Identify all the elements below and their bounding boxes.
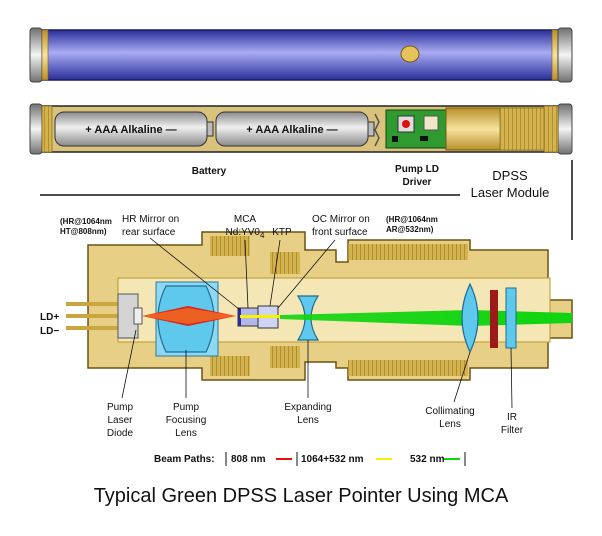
- battery-cell-1-label: + AAA Alkaline —: [85, 124, 176, 136]
- beam-808-core: [142, 308, 236, 324]
- oc-coating-line-2: AR@532nm): [386, 225, 434, 234]
- leader-ktp: [269, 239, 281, 307]
- ir-filter: [505, 287, 517, 349]
- label-expanding-lens: Expanding Lens: [284, 402, 331, 426]
- beam-legend: Beam Paths: 808 nm 1064+532 nm 532 nm: [154, 452, 466, 466]
- svg-text:Pump: Pump: [107, 402, 134, 413]
- pointer-end-cap-left: [29, 27, 43, 83]
- thread-bottom-1: [210, 356, 250, 376]
- leader-pump-diode: [121, 329, 137, 399]
- pump-driver-label-1: Pump LD: [395, 164, 439, 175]
- thread-top-2: [348, 244, 468, 260]
- svg-text:Expanding: Expanding: [284, 402, 331, 413]
- legend-prefix: Beam Paths:: [154, 454, 215, 465]
- legend-808-label: 808 nm: [231, 454, 266, 465]
- svg-text:Laser: Laser: [107, 415, 133, 426]
- lens-retainer: [490, 290, 498, 348]
- battery-cell-2: + AAA Alkaline —: [215, 111, 375, 147]
- svg-text:Pump: Pump: [173, 402, 200, 413]
- svg-text:Diode: Diode: [107, 428, 134, 439]
- label-pump-diode: Pump Laser Diode: [107, 402, 134, 439]
- pump-driver-board: [385, 109, 447, 149]
- legend-1064-label: 1064+532 nm: [301, 454, 364, 465]
- svg-text:Lens: Lens: [297, 415, 319, 426]
- hr-coating-line-2: HT@808nm): [60, 227, 107, 236]
- battery-cell-2-label: + AAA Alkaline —: [246, 124, 337, 136]
- oc-mirror-label-2: front surface: [312, 227, 368, 238]
- svg-text:Lens: Lens: [439, 419, 461, 430]
- thread-top-3: [270, 252, 300, 274]
- diagram-title: Typical Green DPSS Laser Pointer Using M…: [94, 485, 509, 507]
- legend-532-label: 532 nm: [410, 454, 445, 465]
- brass-ring-left: [41, 29, 49, 81]
- thread-top-1: [210, 236, 250, 256]
- leader-collimating-lens: [453, 351, 471, 403]
- leader-oc-mirror: [277, 239, 336, 309]
- beam-532-path: [280, 310, 572, 326]
- svg-text:IR: IR: [507, 412, 517, 423]
- pointer-end-cap-right: [557, 27, 573, 83]
- laser-diode-window: [133, 307, 143, 325]
- pointer-tube: [35, 29, 563, 81]
- dpss-module-thread: [499, 107, 545, 151]
- label-pump-lens: Pump Focusing Lens: [166, 402, 207, 439]
- battery-spring: [374, 113, 380, 147]
- hr-mirror-label-1: HR Mirror on: [122, 214, 179, 225]
- ld-minus-label: LD−: [40, 326, 59, 337]
- hr-mirror-label-2: rear surface: [122, 227, 176, 238]
- oc-coating-line-1: (HR@1064nm: [386, 215, 438, 224]
- battery-label: Battery: [192, 166, 227, 177]
- ktp-label: KTP: [272, 227, 292, 238]
- top-leader-lines: [149, 237, 336, 311]
- thread-left: [41, 105, 53, 153]
- module-cross-section: [66, 231, 573, 381]
- hr-coating-line-1: (HR@1064nm: [60, 217, 112, 226]
- mca-label: MCA: [234, 214, 257, 225]
- bottom-leader-lines: [121, 329, 513, 409]
- svg-text:Collimating: Collimating: [425, 406, 474, 417]
- cutaway-cap-right: [557, 103, 573, 155]
- svg-text:Lens: Lens: [175, 428, 197, 439]
- leader-ir-filter: [510, 347, 513, 409]
- svg-text:Filter: Filter: [501, 425, 524, 436]
- ld-plus-label: LD+: [40, 312, 59, 323]
- leader-mca: [244, 239, 249, 309]
- leader-hr-mirror: [149, 237, 241, 311]
- thread-right: [543, 105, 559, 153]
- dpss-module-label-1: DPSS: [492, 168, 528, 183]
- pointer-exterior: [29, 27, 573, 83]
- power-button: [400, 45, 420, 63]
- thread-bottom-2: [348, 360, 468, 376]
- mca-material-label: Nd:YV04: [226, 227, 265, 240]
- label-collimating-lens: Collimating Lens: [425, 406, 474, 430]
- pump-driver-label-2: Driver: [403, 177, 432, 188]
- label-ir-filter: IR Filter: [501, 412, 524, 436]
- pointer-cutaway: + AAA Alkaline — + AAA Alkaline —: [29, 103, 573, 155]
- dpss-module-label-2: Laser Module: [471, 185, 550, 200]
- oc-mirror-label-1: OC Mirror on: [312, 214, 370, 225]
- hr-mirror-coating: [238, 308, 241, 326]
- svg-text:Focusing: Focusing: [166, 415, 207, 426]
- battery-cell-1: + AAA Alkaline —: [54, 111, 214, 147]
- thread-bottom-3: [270, 346, 300, 368]
- brass-ring-right: [551, 29, 559, 81]
- cutaway-cap-left: [29, 103, 43, 155]
- beam-1064-532-path: [240, 315, 280, 318]
